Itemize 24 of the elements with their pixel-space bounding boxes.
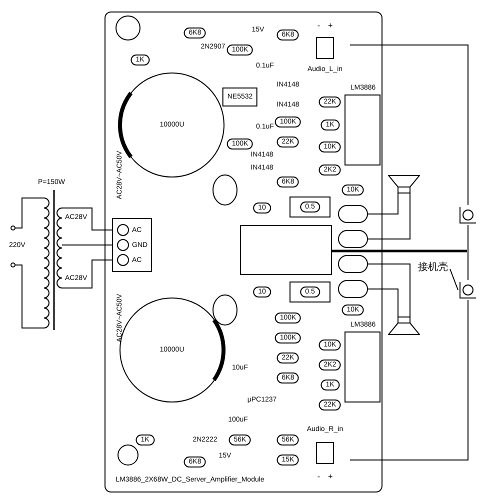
solder-pad (338, 205, 368, 223)
jack-symbol (458, 280, 478, 300)
wire (368, 264, 410, 310)
jack-symbol (458, 205, 478, 225)
wire (368, 288, 398, 310)
wire (368, 200, 398, 214)
wire (368, 200, 410, 240)
polarity-sign: - (317, 471, 320, 483)
speaker-symbol (388, 175, 420, 200)
polarity-sign: + (328, 20, 333, 32)
leader-line (450, 268, 458, 290)
wire (332, 250, 467, 252)
polarity-sign: + (328, 471, 333, 483)
module-outline-box (240, 225, 332, 275)
terminal-block (112, 218, 152, 272)
speaker-symbol (388, 310, 420, 335)
connection-note: 接机壳 (418, 262, 448, 274)
solder-pad (338, 255, 368, 273)
wire (100, 244, 112, 246)
solder-pad (338, 280, 368, 298)
wire (350, 300, 468, 460)
polarity-sign: - (317, 20, 320, 32)
solder-pad (338, 230, 368, 248)
wire (350, 44, 468, 206)
